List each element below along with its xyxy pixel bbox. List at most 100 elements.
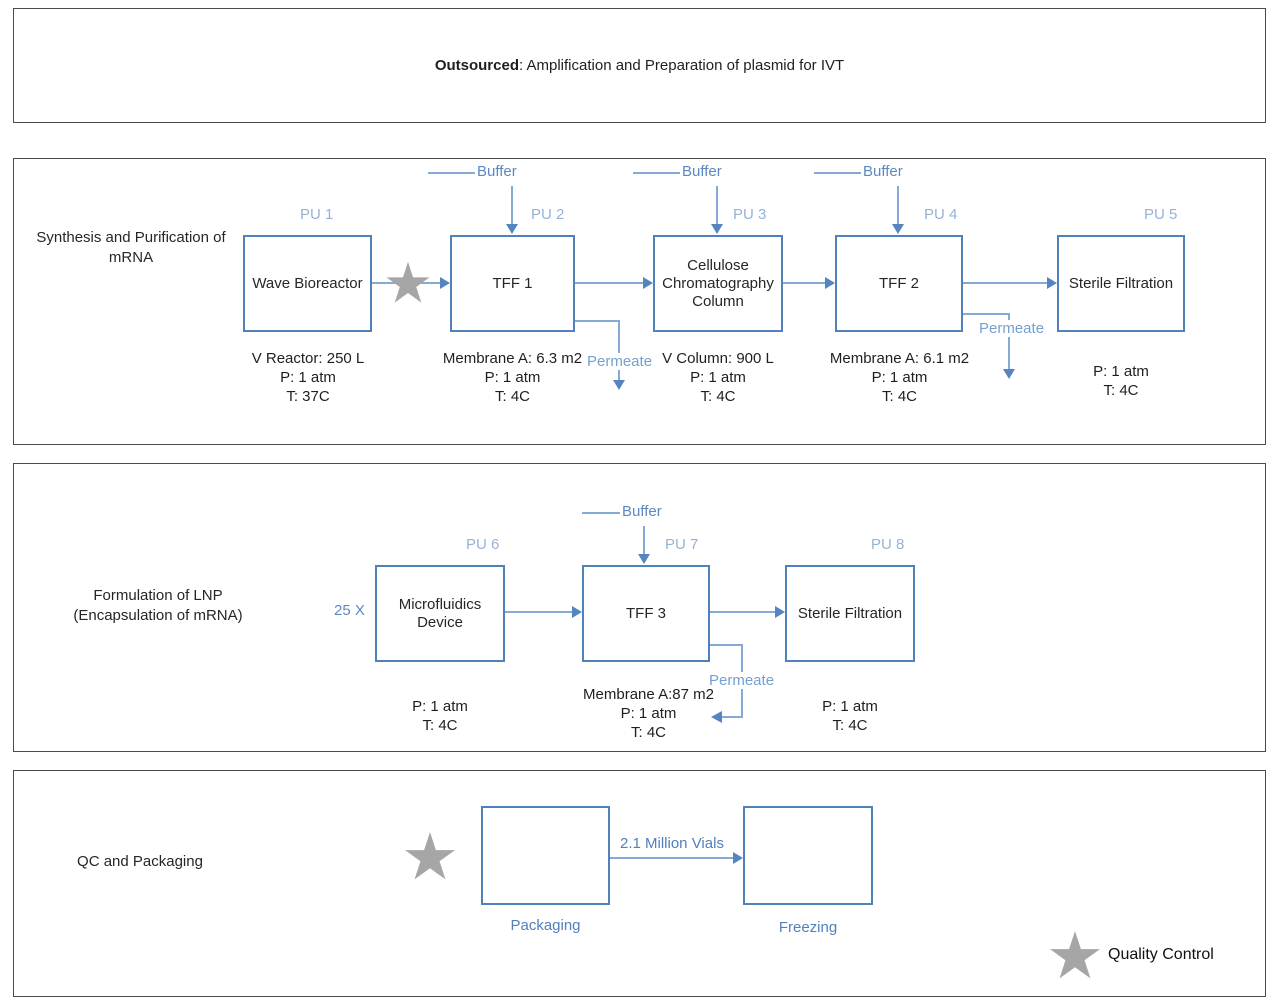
flow-line-packaging-to-freezing — [610, 857, 733, 859]
flow-arrowhead-tff2-to-sterile1-icon — [1047, 277, 1057, 289]
buffer1-label: Buffer — [477, 163, 517, 180]
pu6-label: PU 6 — [466, 536, 500, 553]
pu4-label: PU 4 — [924, 206, 958, 223]
quality-control-star-icon — [386, 261, 430, 303]
multiplier-label: 25 X — [334, 602, 365, 619]
buffer4-arrowhead-icon — [638, 554, 650, 564]
tff3-permeate-arrowhead-icon — [711, 711, 722, 723]
flow-arrowhead-packaging-to-freezing-icon — [733, 852, 743, 864]
vials-flow-label: 2.1 Million Vials — [620, 835, 724, 852]
formulation-section-label: Formulation of LNP (Encapsulation of mRN… — [38, 586, 278, 626]
microfluidics-specs: P: 1 atm T: 4C — [360, 697, 520, 735]
spec-line: T: 4C — [881, 388, 917, 405]
pu2-label: PU 2 — [531, 206, 565, 223]
flow-arrowhead-tff3-to-sterile2-icon — [775, 606, 785, 618]
packaging-box — [481, 806, 610, 905]
microfluidics-box: Microfluidics Device — [375, 565, 505, 662]
tff3-label: TFF 3 — [626, 604, 666, 622]
tff1-permeate-line-h — [575, 320, 620, 322]
tff3-permeate-line-h — [710, 644, 743, 646]
pu8-label: PU 8 — [871, 536, 905, 553]
spec-line: T: 37C — [286, 388, 330, 405]
sterile-filtration1-box: Sterile Filtration — [1057, 235, 1185, 332]
tff1-specs: Membrane A: 6.3 m2 P: 1 atm T: 4C — [430, 349, 595, 406]
cellulose-column-specs: V Column: 900 L P: 1 atm T: 4C — [638, 349, 798, 406]
section-outsourced: Outsourced: Amplification and Preparatio… — [13, 8, 1266, 123]
wave-bioreactor-box: Wave Bioreactor — [243, 235, 372, 332]
tff2-permeate-arrowhead-icon — [1003, 369, 1015, 379]
flow-line-micro-to-tff3 — [505, 611, 572, 613]
tff2-permeate-label: Permeate — [977, 320, 1047, 337]
spec-line: T: 4C — [630, 724, 666, 741]
spec-line: T: 4C — [494, 388, 530, 405]
tff2-permeate-line-v — [1008, 313, 1010, 369]
tff2-specs: Membrane A: 6.1 m2 P: 1 atm T: 4C — [817, 349, 982, 406]
synthesis-section-label-line2: mRNA — [108, 249, 154, 266]
buffer1-arrowhead-icon — [506, 224, 518, 234]
spec-line: T: 4C — [832, 717, 868, 734]
buffer2-arrow-line — [716, 186, 718, 224]
freezing-box — [743, 806, 873, 905]
qc-section-label: QC and Packaging — [77, 853, 203, 870]
flow-arrowhead-cellulose-to-tff2-icon — [825, 277, 835, 289]
sterile-filtration1-specs: P: 1 atm T: 4C — [1041, 362, 1201, 400]
tff1-permeate-arrowhead-icon — [613, 380, 625, 390]
quality-control-star-icon — [405, 832, 455, 880]
buffer3-label: Buffer — [863, 163, 903, 180]
outsourced-label-bold: Outsourced — [434, 57, 519, 74]
flow-line-tff1-to-cellulose — [575, 282, 643, 284]
tff1-permeate-label: Permeate — [585, 353, 655, 370]
spec-line: Membrane A:87 m2 — [583, 686, 714, 703]
spec-line: P: 1 atm — [620, 705, 677, 722]
spec-line: V Column: 900 L — [662, 350, 774, 367]
quality-control-legend-star-icon — [1050, 931, 1100, 979]
spec-line: P: 1 atm — [822, 698, 878, 715]
buffer2-leader-line — [633, 172, 680, 174]
flow-line-cellulose-to-tff2 — [783, 282, 825, 284]
buffer4-label: Buffer — [622, 503, 662, 520]
formulation-section-label-line2: (Encapsulation of mRNA) — [73, 607, 243, 624]
pu3-label: PU 3 — [733, 206, 767, 223]
synthesis-section-label-line1: Synthesis and Purification of — [36, 229, 226, 246]
cellulose-column-label: Cellulose Chromatography Column — [662, 256, 774, 310]
tff1-permeate-line-v — [618, 320, 620, 380]
spec-line: P: 1 atm — [871, 369, 928, 386]
wave-bioreactor-label: Wave Bioreactor — [252, 274, 363, 292]
spec-line: Membrane A: 6.3 m2 — [442, 350, 583, 367]
sterile-filtration2-box: Sterile Filtration — [785, 565, 915, 662]
pu5-label: PU 5 — [1144, 206, 1178, 223]
buffer2-label: Buffer — [682, 163, 722, 180]
tff2-label: TFF 2 — [879, 274, 919, 292]
section-qc-packaging — [13, 770, 1266, 997]
tff3-permeate-label: Permeate — [707, 672, 777, 689]
quality-control-legend-label: Quality Control — [1108, 946, 1214, 963]
spec-line: T: 4C — [700, 388, 736, 405]
tff3-permeate-line-h2 — [722, 716, 743, 718]
sterile-filtration2-specs: P: 1 atm T: 4C — [770, 697, 930, 735]
synthesis-section-label: Synthesis and Purification of mRNA — [20, 228, 242, 268]
spec-line: V Reactor: 250 L — [251, 350, 365, 367]
tff3-box: TFF 3 — [582, 565, 710, 662]
flow-arrowhead-wave-to-tff1-icon — [440, 277, 450, 289]
flow-line-tff3-to-sterile2 — [710, 611, 775, 613]
spec-line: P: 1 atm — [690, 369, 746, 386]
freezing-label: Freezing — [778, 919, 838, 936]
packaging-label: Packaging — [510, 917, 581, 934]
outsourced-label-rest: : Amplification and Preparation of plasm… — [519, 57, 845, 74]
tff2-box: TFF 2 — [835, 235, 963, 332]
outsourced-label: Outsourced: Amplification and Preparatio… — [14, 9, 1265, 122]
buffer1-arrow-line — [511, 186, 513, 224]
buffer1-leader-line — [428, 172, 475, 174]
spec-line: T: 4C — [422, 717, 458, 734]
sterile-filtration2-label: Sterile Filtration — [797, 604, 903, 622]
flow-line-tff2-to-sterile1 — [963, 282, 1047, 284]
cellulose-column-box: Cellulose Chromatography Column — [653, 235, 783, 332]
buffer3-leader-line — [814, 172, 861, 174]
buffer4-leader-line — [582, 512, 620, 514]
wave-bioreactor-specs: V Reactor: 250 L P: 1 atm T: 37C — [228, 349, 388, 406]
sterile-filtration1-label: Sterile Filtration — [1068, 274, 1174, 292]
spec-line: P: 1 atm — [484, 369, 541, 386]
formulation-section-label-line1: Formulation of LNP — [93, 587, 223, 604]
spec-line: P: 1 atm — [412, 698, 468, 715]
